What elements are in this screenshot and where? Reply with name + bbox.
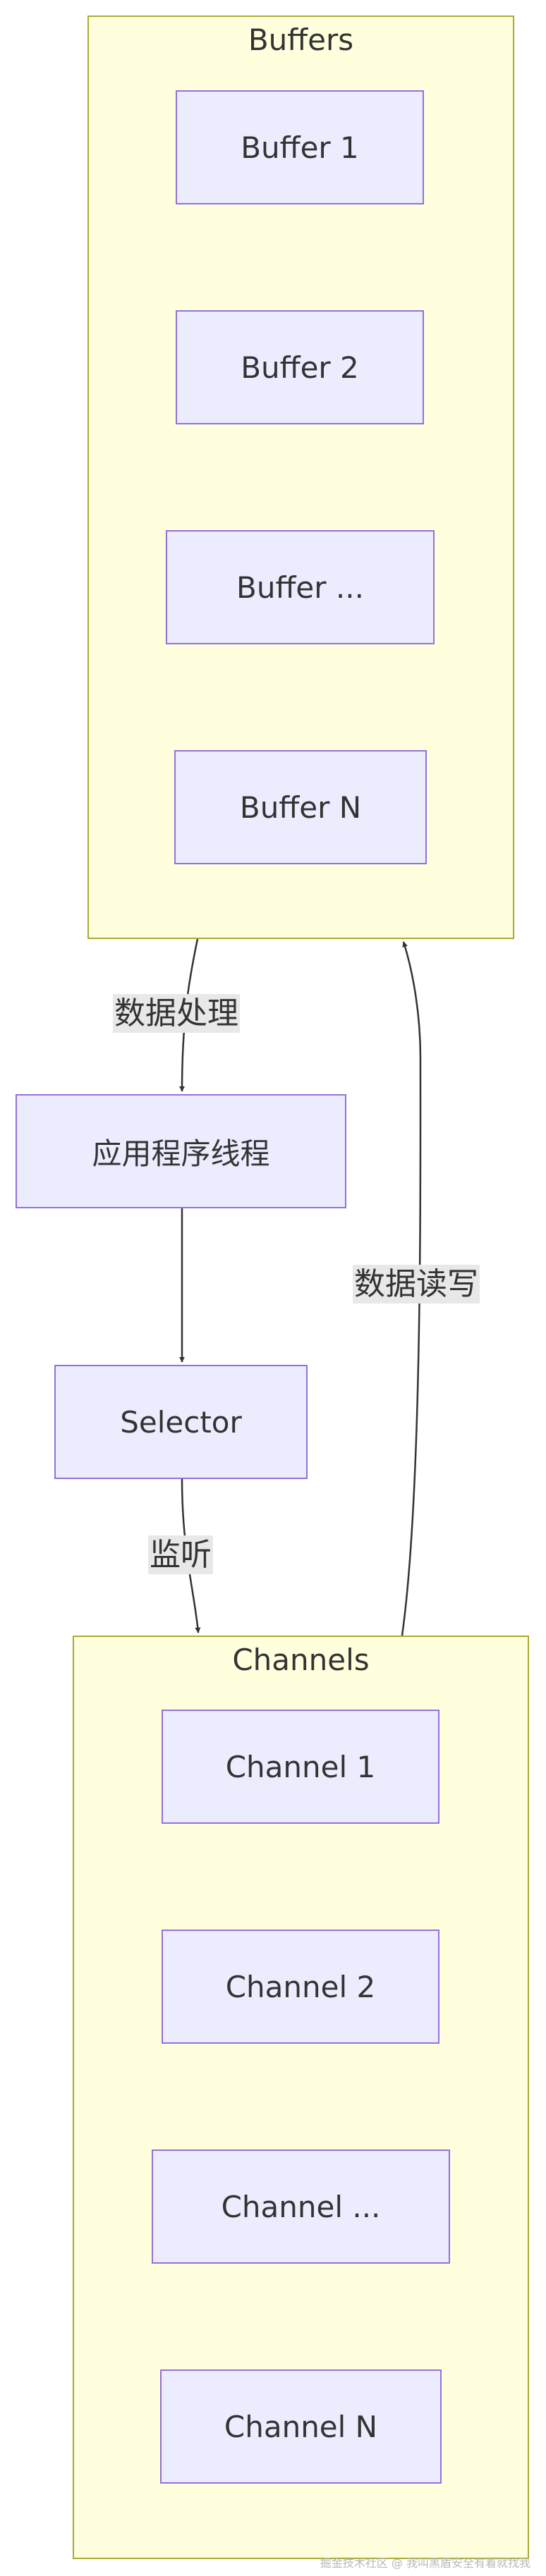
channel-ellipsis-node: Channel ... (152, 2149, 450, 2264)
buffer-1-node: Buffer 1 (176, 90, 424, 204)
edge-channels-to-buffers (401, 941, 422, 1636)
app-thread-node: 应用程序线程 (16, 1094, 346, 1208)
channel-n-node: Channel N (160, 2369, 442, 2484)
channels-cluster-title: Channels (232, 1643, 370, 1677)
channel-2-node: Channel 2 (162, 1930, 439, 2044)
edge-label-read-write: 数据读写 (353, 1265, 480, 1304)
selector-node: Selector (54, 1365, 308, 1479)
edge-label-listen: 监听 (148, 1535, 213, 1574)
buffer-2-node: Buffer 2 (176, 310, 424, 424)
watermark: 掘金技术社区 @ 我叫黑盾安全有着就找我 (320, 2556, 530, 2570)
channel-1-node: Channel 1 (162, 1710, 439, 1824)
edge-label-data-processing: 数据处理 (113, 994, 240, 1033)
buffers-cluster-title: Buffers (248, 23, 354, 57)
buffer-ellipsis-node: Buffer ... (166, 530, 435, 644)
buffer-n-node: Buffer N (174, 750, 427, 864)
